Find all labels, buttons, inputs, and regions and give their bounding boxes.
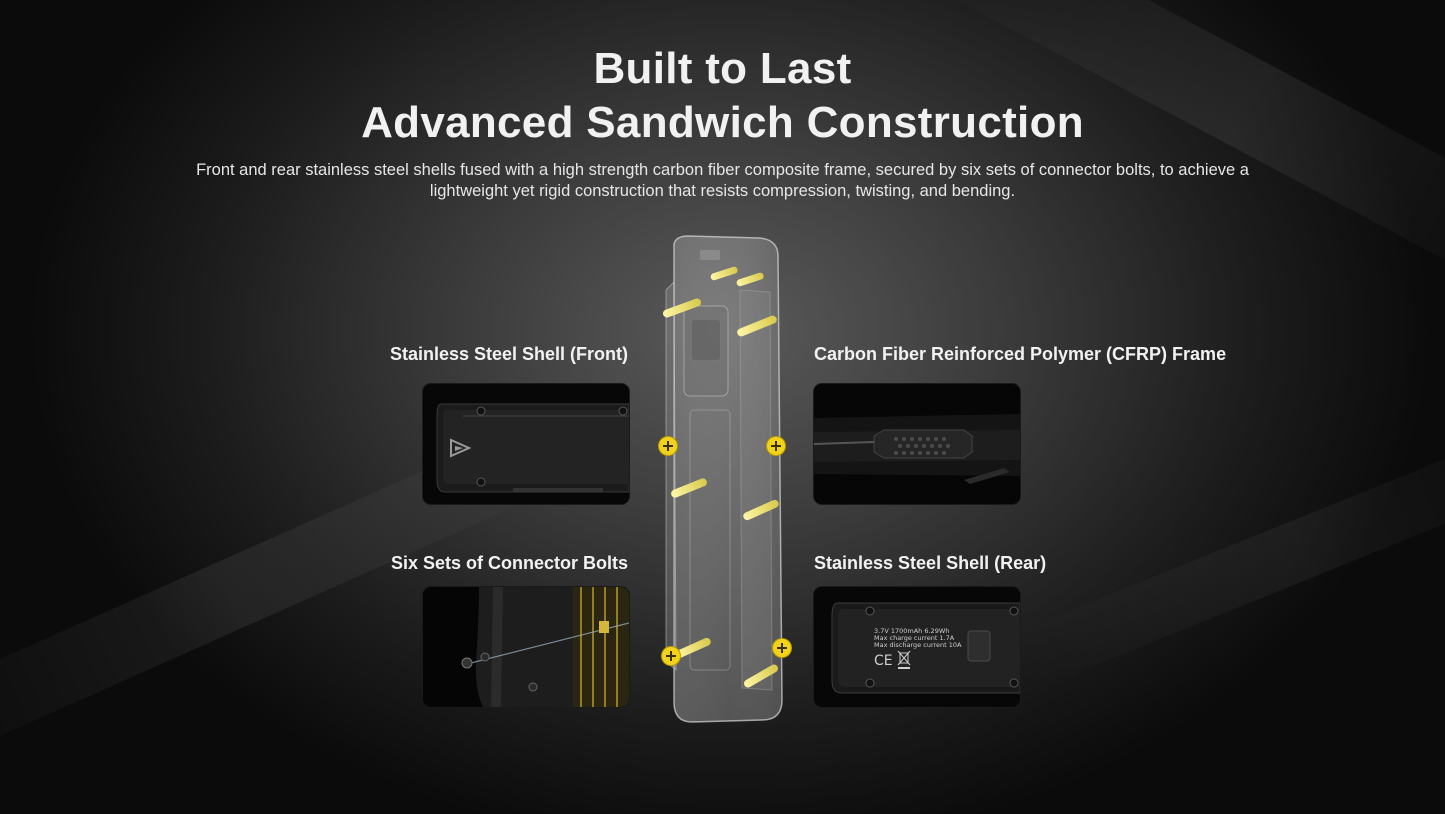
- plus-marker-icon[interactable]: [773, 639, 791, 657]
- rear-spec-line-3: Max discharge current 10A: [874, 641, 962, 649]
- feature-label-front-shell: Stainless Steel Shell (Front): [389, 344, 628, 364]
- connector-bolts-closeup: [423, 587, 629, 707]
- cfrp-frame-closeup: [814, 384, 1020, 504]
- description-text: Front and rear stainless steel shells fu…: [196, 161, 1249, 200]
- rear-shell-closeup: 3.7V 1700mAh 6.29Wh Max charge current 1…: [814, 587, 1020, 707]
- brand-logo-icon: [450, 438, 472, 458]
- feature-label-rear-shell: Stainless Steel Shell (Rear): [814, 553, 1047, 573]
- light-streak: [1010, 409, 1445, 691]
- device-exploded-view: [662, 235, 783, 723]
- rear-spec-line-1: 3.7V 1700mAh 6.29Wh: [874, 627, 949, 635]
- plus-marker-icon[interactable]: [767, 437, 785, 455]
- front-shell-closeup: [423, 384, 629, 504]
- rear-spec-line-2: Max charge current 1.7A: [874, 634, 955, 642]
- ce-mark: CE: [874, 653, 893, 669]
- bolt-icon: [662, 266, 779, 688]
- recycle-bin-icon: [897, 650, 911, 669]
- feature-label-connector-bolts: Six Sets of Connector Bolts: [390, 553, 628, 573]
- plus-marker-icon[interactable]: [659, 437, 677, 455]
- feature-label-cfrp-frame: Carbon Fiber Reinforced Polymer (CFRP) F…: [814, 344, 1227, 364]
- headline-line-1: Built to Last: [593, 44, 852, 93]
- headline-line-2: Advanced Sandwich Construction: [361, 98, 1084, 147]
- plus-marker-icon[interactable]: [662, 647, 680, 665]
